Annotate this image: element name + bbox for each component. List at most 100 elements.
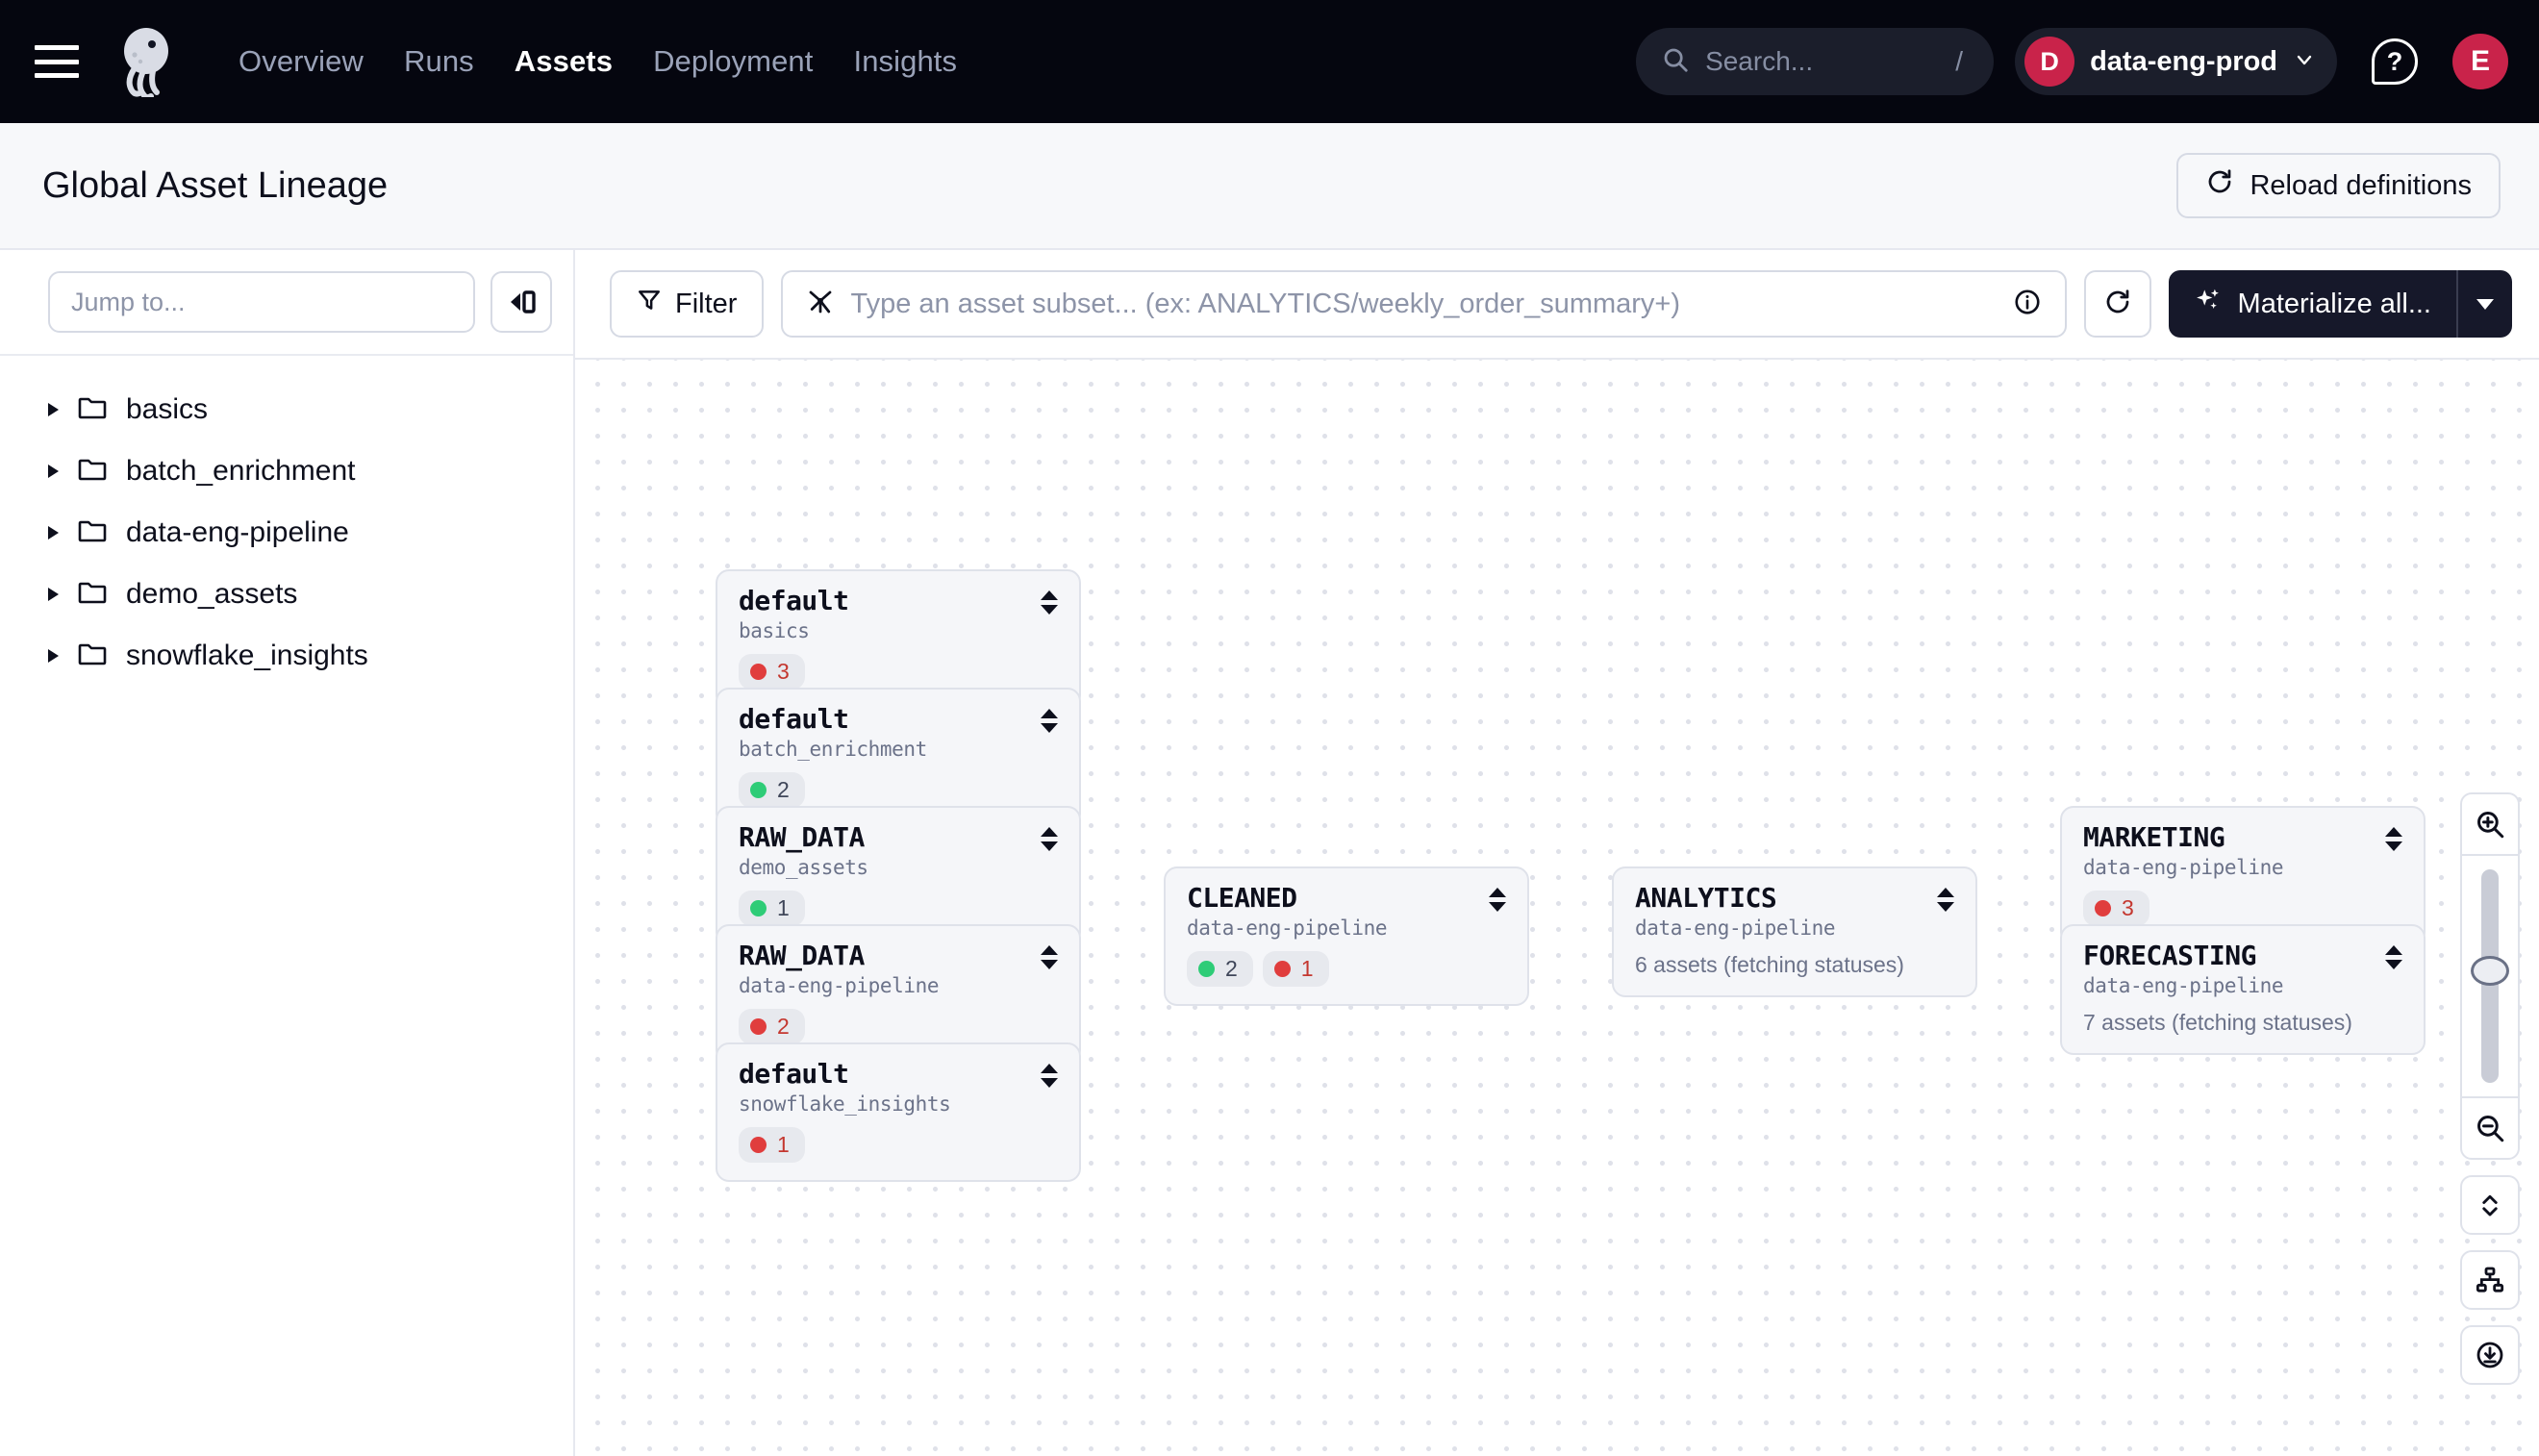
asset-group-tree: basics batch_enrichment data-eng xyxy=(0,356,573,687)
search-placeholder: Search... xyxy=(1705,46,1814,76)
node-expand-collapse-icon[interactable] xyxy=(2385,823,2402,851)
chevron-right-icon[interactable] xyxy=(48,649,59,663)
info-circle-icon[interactable] xyxy=(2013,288,2042,321)
help-question-icon[interactable]: ? xyxy=(2372,38,2418,85)
status-dot-icon xyxy=(1198,961,1215,978)
user-avatar[interactable]: E xyxy=(2452,34,2508,89)
status-badge-count: 3 xyxy=(777,659,790,685)
node-repository-label: data-eng-pipeline xyxy=(1635,916,1836,941)
folder-icon xyxy=(78,457,107,487)
deployment-switcher[interactable]: D data-eng-prod xyxy=(2015,28,2337,95)
status-dot-icon xyxy=(1273,961,1291,978)
status-badge-success[interactable]: 2 xyxy=(739,772,805,809)
sidebar-item-batch-enrichment[interactable]: batch_enrichment xyxy=(0,440,573,502)
nav-link-runs[interactable]: Runs xyxy=(404,44,474,78)
status-badge-failed[interactable]: 3 xyxy=(2083,891,2149,927)
status-badge-count: 2 xyxy=(777,777,790,803)
deployment-avatar: D xyxy=(2024,37,2075,87)
node-expand-collapse-icon[interactable] xyxy=(1041,941,1058,969)
node-title: RAW_DATA xyxy=(739,821,865,853)
download-circle-icon[interactable] xyxy=(2460,1325,2520,1385)
status-dot-icon xyxy=(750,900,767,917)
reload-definitions-button[interactable]: Reload definitions xyxy=(2176,153,2501,218)
status-dot-icon xyxy=(750,664,767,681)
status-badge-failed[interactable]: 2 xyxy=(739,1009,805,1045)
chevron-right-icon[interactable] xyxy=(48,403,59,416)
nav-link-deployment[interactable]: Deployment xyxy=(653,44,814,78)
nav-link-assets[interactable]: Assets xyxy=(514,44,614,78)
zoom-slider-thumb[interactable] xyxy=(2471,956,2509,986)
lineage-edges xyxy=(575,360,864,504)
refresh-graph-button[interactable] xyxy=(2083,270,2151,338)
node-expand-collapse-icon[interactable] xyxy=(1041,823,1058,851)
status-badge-count: 1 xyxy=(1300,956,1314,982)
hamburger-menu-icon[interactable] xyxy=(35,45,79,78)
status-badge-success[interactable]: 2 xyxy=(1187,951,1253,988)
status-badge-success[interactable]: 1 xyxy=(739,891,805,927)
status-badge-count: 2 xyxy=(777,1014,790,1040)
sidebar-item-snowflake-insights[interactable]: snowflake_insights xyxy=(0,625,573,687)
node-expand-collapse-icon[interactable] xyxy=(1041,705,1058,733)
status-badge-failed[interactable]: 1 xyxy=(1262,951,1329,988)
filter-label: Filter xyxy=(675,288,738,319)
page-title-bar: Global Asset Lineage Reload definitions xyxy=(0,123,2539,250)
expand-collapse-icon[interactable] xyxy=(2460,1175,2520,1235)
nav-link-overview[interactable]: Overview xyxy=(239,44,364,78)
hierarchy-layout-icon[interactable] xyxy=(2460,1250,2520,1310)
hamburger-bar xyxy=(35,59,79,64)
status-badge-failed[interactable]: 3 xyxy=(739,654,805,690)
search-shortcut-hint: / xyxy=(1955,46,1964,76)
sidebar-item-demo-assets[interactable]: demo_assets xyxy=(0,564,573,625)
asset-selection-icon xyxy=(806,288,835,321)
global-search-input[interactable]: Search... / xyxy=(1636,28,1995,95)
asset-group-node[interactable]: default basics 3 xyxy=(716,569,1081,710)
refresh-icon xyxy=(2103,288,2132,321)
zoom-slider[interactable] xyxy=(2460,856,2520,1096)
zoom-in-icon[interactable] xyxy=(2460,794,2520,854)
body-split: basics batch_enrichment data-eng xyxy=(0,250,2539,1456)
materialize-options-caret[interactable] xyxy=(2456,270,2512,338)
node-expand-collapse-icon[interactable] xyxy=(2385,941,2402,969)
refresh-icon xyxy=(2205,167,2234,204)
node-header: default xyxy=(739,587,1058,615)
hamburger-bar xyxy=(35,73,79,78)
status-badge-failed[interactable]: 1 xyxy=(739,1127,805,1164)
sidebar-item-basics[interactable]: basics xyxy=(0,379,573,440)
materialize-all-button[interactable]: Materialize all... xyxy=(2168,270,2456,338)
node-expand-collapse-icon[interactable] xyxy=(1041,1060,1058,1088)
node-expand-collapse-icon[interactable] xyxy=(1937,884,1954,912)
node-status-badges: 3 xyxy=(2083,891,2402,927)
materialize-button-group[interactable]: Materialize all... xyxy=(2168,270,2512,338)
folder-icon xyxy=(78,518,107,548)
chevron-right-icon[interactable] xyxy=(48,526,59,540)
dagster-logo-icon[interactable] xyxy=(113,26,185,101)
nav-right-cluster: Search... / D data-eng-prod ? E xyxy=(1636,28,2508,95)
status-badge-count: 1 xyxy=(777,1132,790,1158)
collapse-sidebar-icon[interactable] xyxy=(490,271,552,333)
sidebar-item-data-eng-pipeline[interactable]: data-eng-pipeline xyxy=(0,502,573,564)
asset-subset-input[interactable]: Type an asset subset... (ex: ANALYTICS/w… xyxy=(781,270,2067,338)
node-repository-label: basics xyxy=(739,619,810,643)
sidebar-search-row xyxy=(0,250,573,356)
node-expand-collapse-icon[interactable] xyxy=(1041,587,1058,615)
node-repository-label: data-eng-pipeline xyxy=(739,974,940,998)
filter-button[interactable]: Filter xyxy=(610,270,765,338)
chevron-right-icon[interactable] xyxy=(48,588,59,601)
jump-to-input[interactable] xyxy=(48,271,475,333)
nav-link-insights[interactable]: Insights xyxy=(853,44,958,78)
node-expand-collapse-icon[interactable] xyxy=(1489,884,1506,912)
chevron-right-icon[interactable] xyxy=(48,464,59,478)
zoom-out-icon[interactable] xyxy=(2460,1098,2520,1158)
deployment-name: data-eng-prod xyxy=(2090,45,2277,77)
lineage-main-panel: Filter Type an asset subset... (ex: ANAL… xyxy=(575,250,2539,1456)
